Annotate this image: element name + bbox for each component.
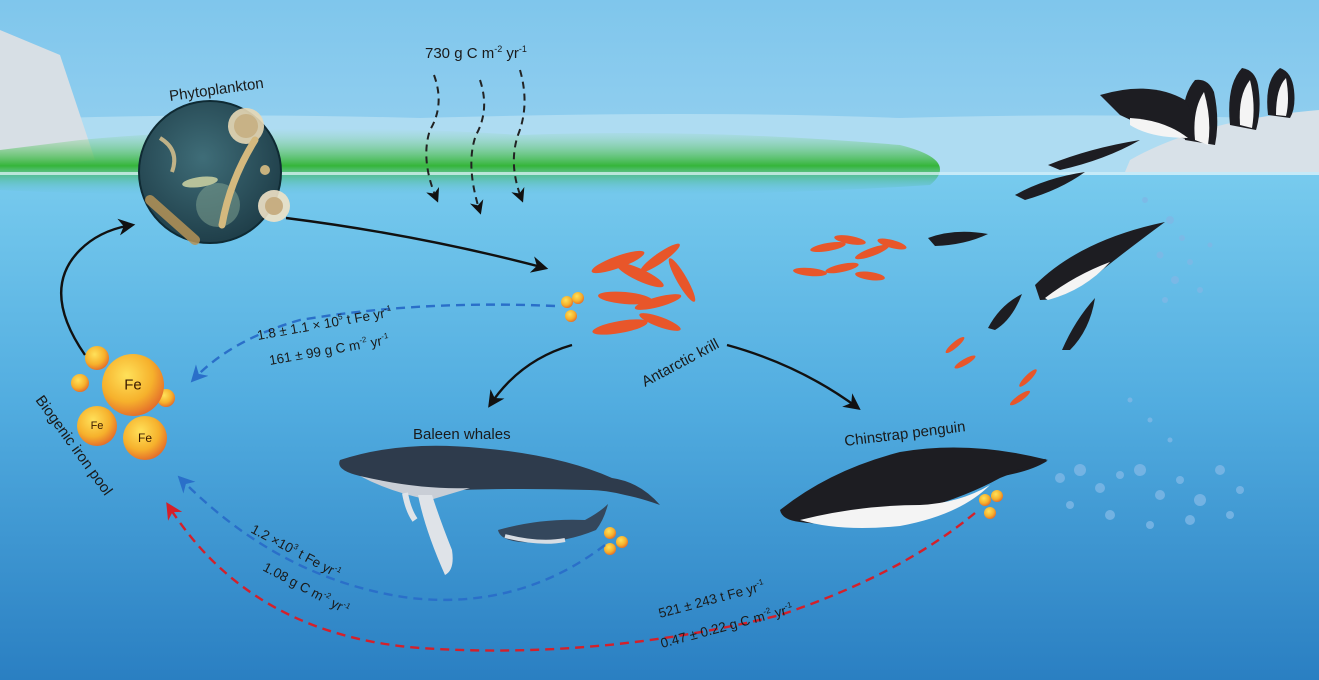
carbon-input-label: 730 g C m-2 yr-1 — [425, 44, 527, 62]
fe-label-small-left: Fe — [91, 420, 104, 432]
baleen-whales-label: Baleen whales — [413, 426, 511, 443]
fe-label-large: Fe — [124, 377, 142, 394]
fe-label-small-right: Fe — [138, 431, 152, 445]
